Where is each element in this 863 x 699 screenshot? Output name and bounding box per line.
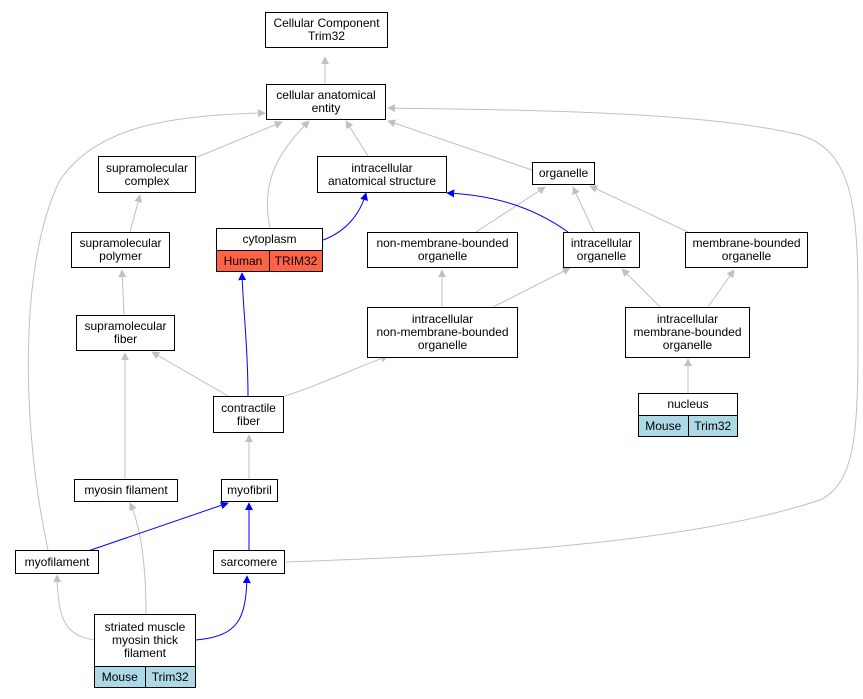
node-intracellular-organelle[interactable]: intracellular organelle <box>563 232 640 268</box>
node-contractile-fiber[interactable]: contractile fiber <box>213 396 284 433</box>
node-intracellular-non-membrane-bounded-organelle[interactable]: intracellular non-membrane-bounded organ… <box>367 307 518 358</box>
species-badge-mouse: Mouse <box>639 416 688 436</box>
edge-intorg-ias <box>446 189 569 233</box>
node-nucleus[interactable]: nucleus Mouse Trim32 <box>638 393 738 437</box>
node-myofilament[interactable]: myofilament <box>15 550 99 574</box>
species-badge-human: Human <box>217 251 269 271</box>
edge-mbo-organelle <box>589 185 689 233</box>
node-cellular-anatomical-entity[interactable]: cellular anatomical entity <box>266 84 386 120</box>
edge-imbo-mbo <box>707 269 735 308</box>
gene-badge: Trim32 <box>687 416 737 436</box>
edge-cytoplasm-ias <box>322 192 368 241</box>
node-intracellular-membrane-bounded-organelle[interactable]: intracellular membrane-bounded organelle <box>625 307 750 358</box>
edge-organelle-cae <box>387 119 533 171</box>
edge-cytoplasm-cae <box>266 120 310 229</box>
node-membrane-bounded-organelle[interactable]: membrane-bounded organelle <box>685 232 808 268</box>
edge-myofilament-cae <box>27 109 266 551</box>
edge-nmbo-organelle <box>475 186 546 233</box>
edge-myofilament-myofibril <box>87 501 229 552</box>
edge-smmtf-sarcomere <box>195 575 251 641</box>
node-supramolecular-polymer[interactable]: supramolecular polymer <box>71 232 170 268</box>
edge-smmtf-myofilament <box>53 574 95 641</box>
node-myosin-filament[interactable]: myosin filament <box>74 479 178 502</box>
edge-imbo-intorg <box>621 268 661 308</box>
node-intracellular-anatomical-structure[interactable]: intracellular anatomical structure <box>317 156 447 193</box>
node-supramolecular-fiber[interactable]: supramolecular fiber <box>76 315 175 351</box>
gene-badge: Trim32 <box>144 667 195 687</box>
node-non-membrane-bounded-organelle[interactable]: non-membrane-bounded organelle <box>367 232 518 268</box>
edge-inmbo-intorg <box>492 267 571 308</box>
gene-badge: TRIM32 <box>269 251 322 271</box>
edge-smmtf-myosinfil <box>129 502 147 615</box>
node-cytoplasm[interactable]: cytoplasm Human TRIM32 <box>216 228 323 272</box>
node-myofibril[interactable]: myofibril <box>221 479 278 502</box>
node-sarcomere[interactable]: sarcomere <box>213 550 285 574</box>
species-badge-mouse: Mouse <box>95 667 145 687</box>
node-label: striated muscle myosin thick filament <box>95 615 195 667</box>
node-cellular-component[interactable]: Cellular Component Trim32 <box>265 12 388 48</box>
edge-supcomplex-cae <box>194 121 283 159</box>
edge-supfiber-suppolymer <box>118 269 127 316</box>
edge-cfiber-cytoplasm <box>238 272 249 397</box>
node-label: nucleus <box>639 394 737 416</box>
edge-intorg-organelle <box>572 186 595 233</box>
edge-cfiber-inmbo <box>284 354 389 397</box>
node-supramolecular-complex[interactable]: supramolecular complex <box>98 156 196 193</box>
edge-suppolymer-supcomplex <box>129 194 142 233</box>
edge-sarcomere-cae <box>285 104 859 563</box>
node-label: cytoplasm <box>217 229 322 251</box>
node-organelle[interactable]: organelle <box>532 162 595 185</box>
edge-cfiber-supfiber <box>151 351 229 397</box>
node-striated-muscle-myosin-thick-filament[interactable]: striated muscle myosin thick filament Mo… <box>94 614 196 688</box>
edge-ias-cae <box>345 120 369 157</box>
